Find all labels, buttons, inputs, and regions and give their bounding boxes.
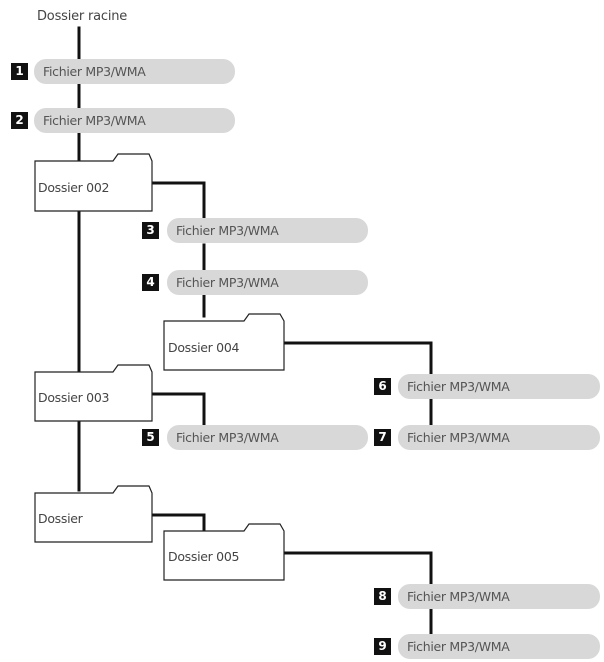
file-number-badge: 8 xyxy=(374,588,391,605)
folder-label-dossier: Dossier xyxy=(38,511,83,526)
file-item: Fichier MP3/WMA xyxy=(34,108,235,133)
branch-005 xyxy=(282,551,433,588)
folder-icon xyxy=(34,153,153,212)
file-item: Fichier MP3/WMA xyxy=(167,218,368,243)
file-item: Fichier MP3/WMA xyxy=(398,374,600,399)
connector-lines xyxy=(77,26,433,636)
file-item: Fichier MP3/WMA xyxy=(398,584,600,609)
branch-003 xyxy=(150,392,206,428)
branch-004 xyxy=(282,341,433,378)
branch-dossier xyxy=(150,513,206,532)
file-item: Fichier MP3/WMA xyxy=(34,59,235,84)
folder-icon xyxy=(34,485,153,543)
file-number-badge: 1 xyxy=(11,63,28,80)
folder-icon xyxy=(163,523,285,581)
root-folder-label: Dossier racine xyxy=(37,9,128,24)
folder-icon xyxy=(163,313,285,371)
file-number-badge: 5 xyxy=(142,429,159,446)
file-item: Fichier MP3/WMA xyxy=(167,270,368,295)
file-number-badge: 2 xyxy=(11,112,28,129)
branch-002 xyxy=(150,181,206,220)
file-number-badge: 3 xyxy=(142,222,159,239)
file-number-badge: 6 xyxy=(374,378,391,395)
file-item: Fichier MP3/WMA xyxy=(167,425,368,450)
file-number-badge: 4 xyxy=(142,274,159,291)
folder-label-005: Dossier 005 xyxy=(168,549,240,564)
folder-shapes xyxy=(34,153,285,581)
folder-label-002: Dossier 002 xyxy=(38,180,110,195)
file-item: Fichier MP3/WMA xyxy=(398,634,600,659)
folder-label-003: Dossier 003 xyxy=(38,390,110,405)
file-number-badge: 7 xyxy=(374,429,391,446)
file-number-badge: 9 xyxy=(374,638,391,655)
folder-icon xyxy=(34,364,153,422)
folder-label-004: Dossier 004 xyxy=(168,340,240,355)
file-item: Fichier MP3/WMA xyxy=(398,425,600,450)
